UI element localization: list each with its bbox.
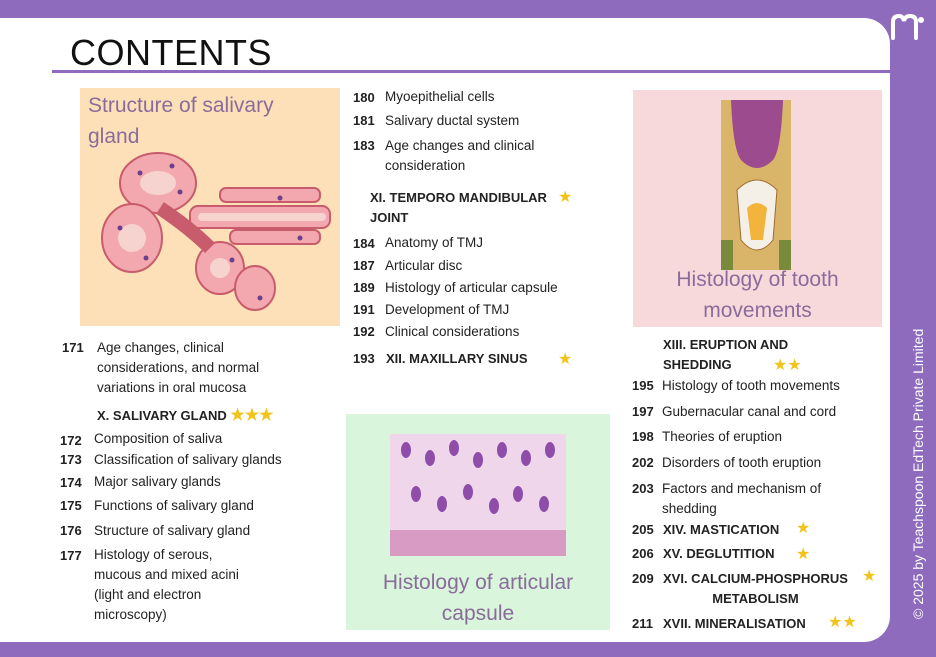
section-title: XV. DEGLUTITION <box>663 546 775 561</box>
section-title: XIV. MASTICATION <box>663 522 780 537</box>
page-number: 184 <box>353 236 375 251</box>
star-icon: ★★ <box>828 614 857 631</box>
entry-text: Gubernacular canal and cord <box>662 404 837 419</box>
entry-text: Myoepithelial cells <box>385 89 495 104</box>
entry-text: Anatomy of TMJ <box>385 235 484 250</box>
entry-text: Composition of saliva <box>94 431 223 446</box>
star-icon: ★ <box>558 189 573 206</box>
copyright-notice: © 2025 by Teachspoon EdTech Private Limi… <box>910 328 926 619</box>
page-number: 187 <box>353 258 375 273</box>
page-number: 203 <box>632 481 654 496</box>
section-title: XVII. MINERALISATION <box>663 616 806 631</box>
salivary-gland-illustration <box>101 152 331 311</box>
entry-text: Structure of salivary gland <box>94 523 251 538</box>
page-number: 181 <box>353 113 375 128</box>
section-title: XVI. CALCIUM-PHOSPHORUS METABOLISM <box>663 571 848 606</box>
entry-text: Major salivary glands <box>94 474 221 489</box>
page-number: 205 <box>632 522 654 537</box>
page-number: 197 <box>632 404 654 419</box>
entry-text: Articular disc <box>385 258 463 273</box>
entry-text: Development of TMJ <box>385 302 510 317</box>
page-number: 175 <box>60 498 82 513</box>
page-number: 193 <box>353 351 375 366</box>
star-icon: ★ <box>796 546 811 563</box>
entry-text: Theories of eruption <box>662 429 783 444</box>
page-number: 191 <box>353 302 375 317</box>
page-number: 198 <box>632 429 654 444</box>
page-title: CONTENTS <box>70 32 272 73</box>
page-number: 173 <box>60 452 82 467</box>
entry-text: Age changes and clinical consideration <box>385 138 535 173</box>
page-number: 211 <box>632 616 653 631</box>
page-number: 209 <box>632 571 654 586</box>
articular-capsule-image: Histology of articular capsule <box>346 414 610 630</box>
entry-text: Factors and mechanism of shedding <box>662 481 822 516</box>
section-title: XI. TEMPORO MANDIBULAR JOINT <box>370 190 547 225</box>
contents-page: CONTENTS Structure of salivary gland <box>0 18 890 642</box>
entry-text: Functions of salivary gland <box>94 498 254 513</box>
page-number: 202 <box>632 455 654 470</box>
star-icon: ★ <box>558 351 573 368</box>
page-number: 174 <box>60 475 82 490</box>
section-title: XII. MAXILLARY SINUS <box>386 351 528 366</box>
page-number: 183 <box>353 138 375 153</box>
section-title: X. SALIVARY GLAND <box>97 408 227 423</box>
section-salivary-gland: X. SALIVARY GLAND ★★★ <box>97 406 273 426</box>
entry-text: Age changes, clinical considerations, an… <box>97 340 260 395</box>
tooth-illustration <box>721 100 791 270</box>
page-number: 171 <box>62 340 84 355</box>
star-icon: ★★★ <box>230 407 274 424</box>
salivary-gland-image: Structure of salivary gland <box>80 88 340 326</box>
entry-text: Histology of articular capsule <box>385 280 558 295</box>
tooth-movements-caption: Histology of tooth movements <box>676 268 839 322</box>
page-number: 172 <box>60 433 82 448</box>
entry-text: Clinical considerations <box>385 324 520 339</box>
section-title: XIII. ERUPTION AND SHEDDING <box>663 337 789 372</box>
page-number: 206 <box>632 546 654 561</box>
entry-text: Salivary ductal system <box>385 113 520 128</box>
brand-logo-icon <box>891 13 924 40</box>
articular-capsule-illustration <box>390 434 566 556</box>
articular-capsule-caption: Histology of articular capsule <box>382 571 574 625</box>
entry-text: Histology of serous, mucous and mixed ac… <box>94 547 239 622</box>
star-icon: ★ <box>862 568 877 585</box>
entry-text: Disorders of tooth eruption <box>662 455 822 470</box>
star-icon: ★★ <box>773 357 802 374</box>
page-number: 195 <box>632 378 654 393</box>
page-number: 192 <box>353 324 375 339</box>
entry-text: Histology of tooth movements <box>662 378 840 393</box>
title-underline <box>52 70 890 73</box>
section-eruption: XIII. ERUPTION AND SHEDDING <box>663 335 788 375</box>
page-number: 189 <box>353 280 375 295</box>
star-icon: ★ <box>796 520 811 537</box>
tooth-movements-image: Histology of tooth movements <box>633 90 882 327</box>
page-number: 176 <box>60 523 82 538</box>
salivary-gland-caption: Structure of salivary gland <box>88 94 274 148</box>
page-number: 177 <box>60 548 82 563</box>
section-tmj: XI. TEMPORO MANDIBULAR JOINT <box>370 188 547 228</box>
page-number: 180 <box>353 90 375 105</box>
entry-text: Classification of salivary glands <box>94 452 282 467</box>
